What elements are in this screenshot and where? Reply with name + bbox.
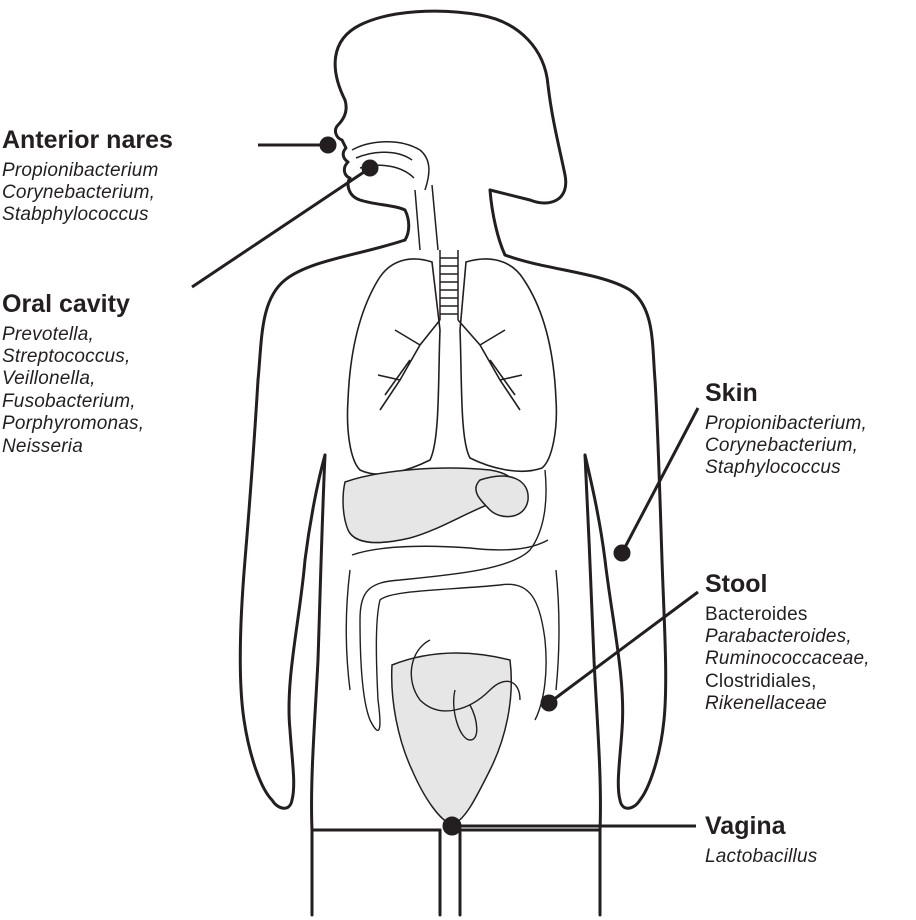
genus-item: Fusobacterium, <box>2 390 136 412</box>
site-title: Stool <box>705 570 768 598</box>
label-skin: Skin Propionibacterium, Corynebacterium,… <box>705 379 867 480</box>
trachea <box>439 250 459 320</box>
legs-outline <box>310 828 602 917</box>
site-title: Anterior nares <box>2 126 173 154</box>
right-lung <box>459 258 558 472</box>
genus-item: Rikenellaceae <box>705 693 827 715</box>
site-title: Skin <box>705 379 758 407</box>
bladder <box>390 652 513 826</box>
intestines <box>345 469 560 741</box>
left-lung <box>346 258 441 475</box>
left-hip <box>310 453 442 832</box>
face-profile <box>333 98 411 242</box>
genus-item: Propionibacterium, <box>705 412 868 434</box>
hair-outline <box>333 9 568 205</box>
dot-stool <box>540 694 558 712</box>
site-title: Oral cavity <box>2 290 130 318</box>
genus-item: Corynebacterium, <box>705 434 859 456</box>
leader-oral-cavity <box>191 166 371 289</box>
torso-outline-right <box>503 253 668 810</box>
genus-item: Parabacteroides, <box>705 625 852 647</box>
genus-item: Ruminococcaceae, <box>705 648 870 670</box>
genus-item: Neisseria <box>2 435 83 457</box>
genus-item: Porphyromonas, <box>2 413 145 435</box>
leaders <box>191 136 700 836</box>
leader-stool <box>548 590 699 705</box>
genus-item: Corynebacterium, <box>2 181 156 203</box>
stomach <box>475 475 529 518</box>
label-anterior-nares: Anterior nares Propionibacterium Coryneb… <box>2 126 173 227</box>
label-vagina: Vagina Lactobacillus <box>705 812 817 868</box>
neck-outline <box>488 188 507 257</box>
site-title: Vagina <box>705 812 786 840</box>
genus-item: Staphylococcus <box>705 457 841 479</box>
organs <box>342 467 529 826</box>
genus-item: Lactobacillus <box>705 845 818 867</box>
dot-vagina <box>442 816 462 836</box>
torso-outline <box>238 238 407 810</box>
dot-oral-cavity <box>361 159 379 177</box>
airway <box>351 141 439 251</box>
lungs <box>346 258 558 475</box>
right-hip <box>458 453 602 832</box>
genus-item: Streptococcus, <box>2 345 131 367</box>
label-stool: Stool Bacteroides Parabacteroides, Rumin… <box>705 570 870 716</box>
dot-anterior-nares <box>319 136 337 154</box>
genus-item: Stabphylococcus <box>2 204 149 226</box>
genus-item: Veillonella, <box>2 368 96 390</box>
dot-skin <box>613 544 631 562</box>
genus-item: Prevotella, <box>2 323 94 345</box>
genus-item: Bacteroides <box>705 603 808 625</box>
genus-item: Propionibacterium <box>2 159 159 181</box>
leader-skin <box>620 407 700 554</box>
genus-item: Clostridiales, <box>705 670 817 692</box>
label-oral-cavity: Oral cavity Prevotella, Streptococcus, V… <box>2 290 144 458</box>
liver <box>342 467 515 544</box>
